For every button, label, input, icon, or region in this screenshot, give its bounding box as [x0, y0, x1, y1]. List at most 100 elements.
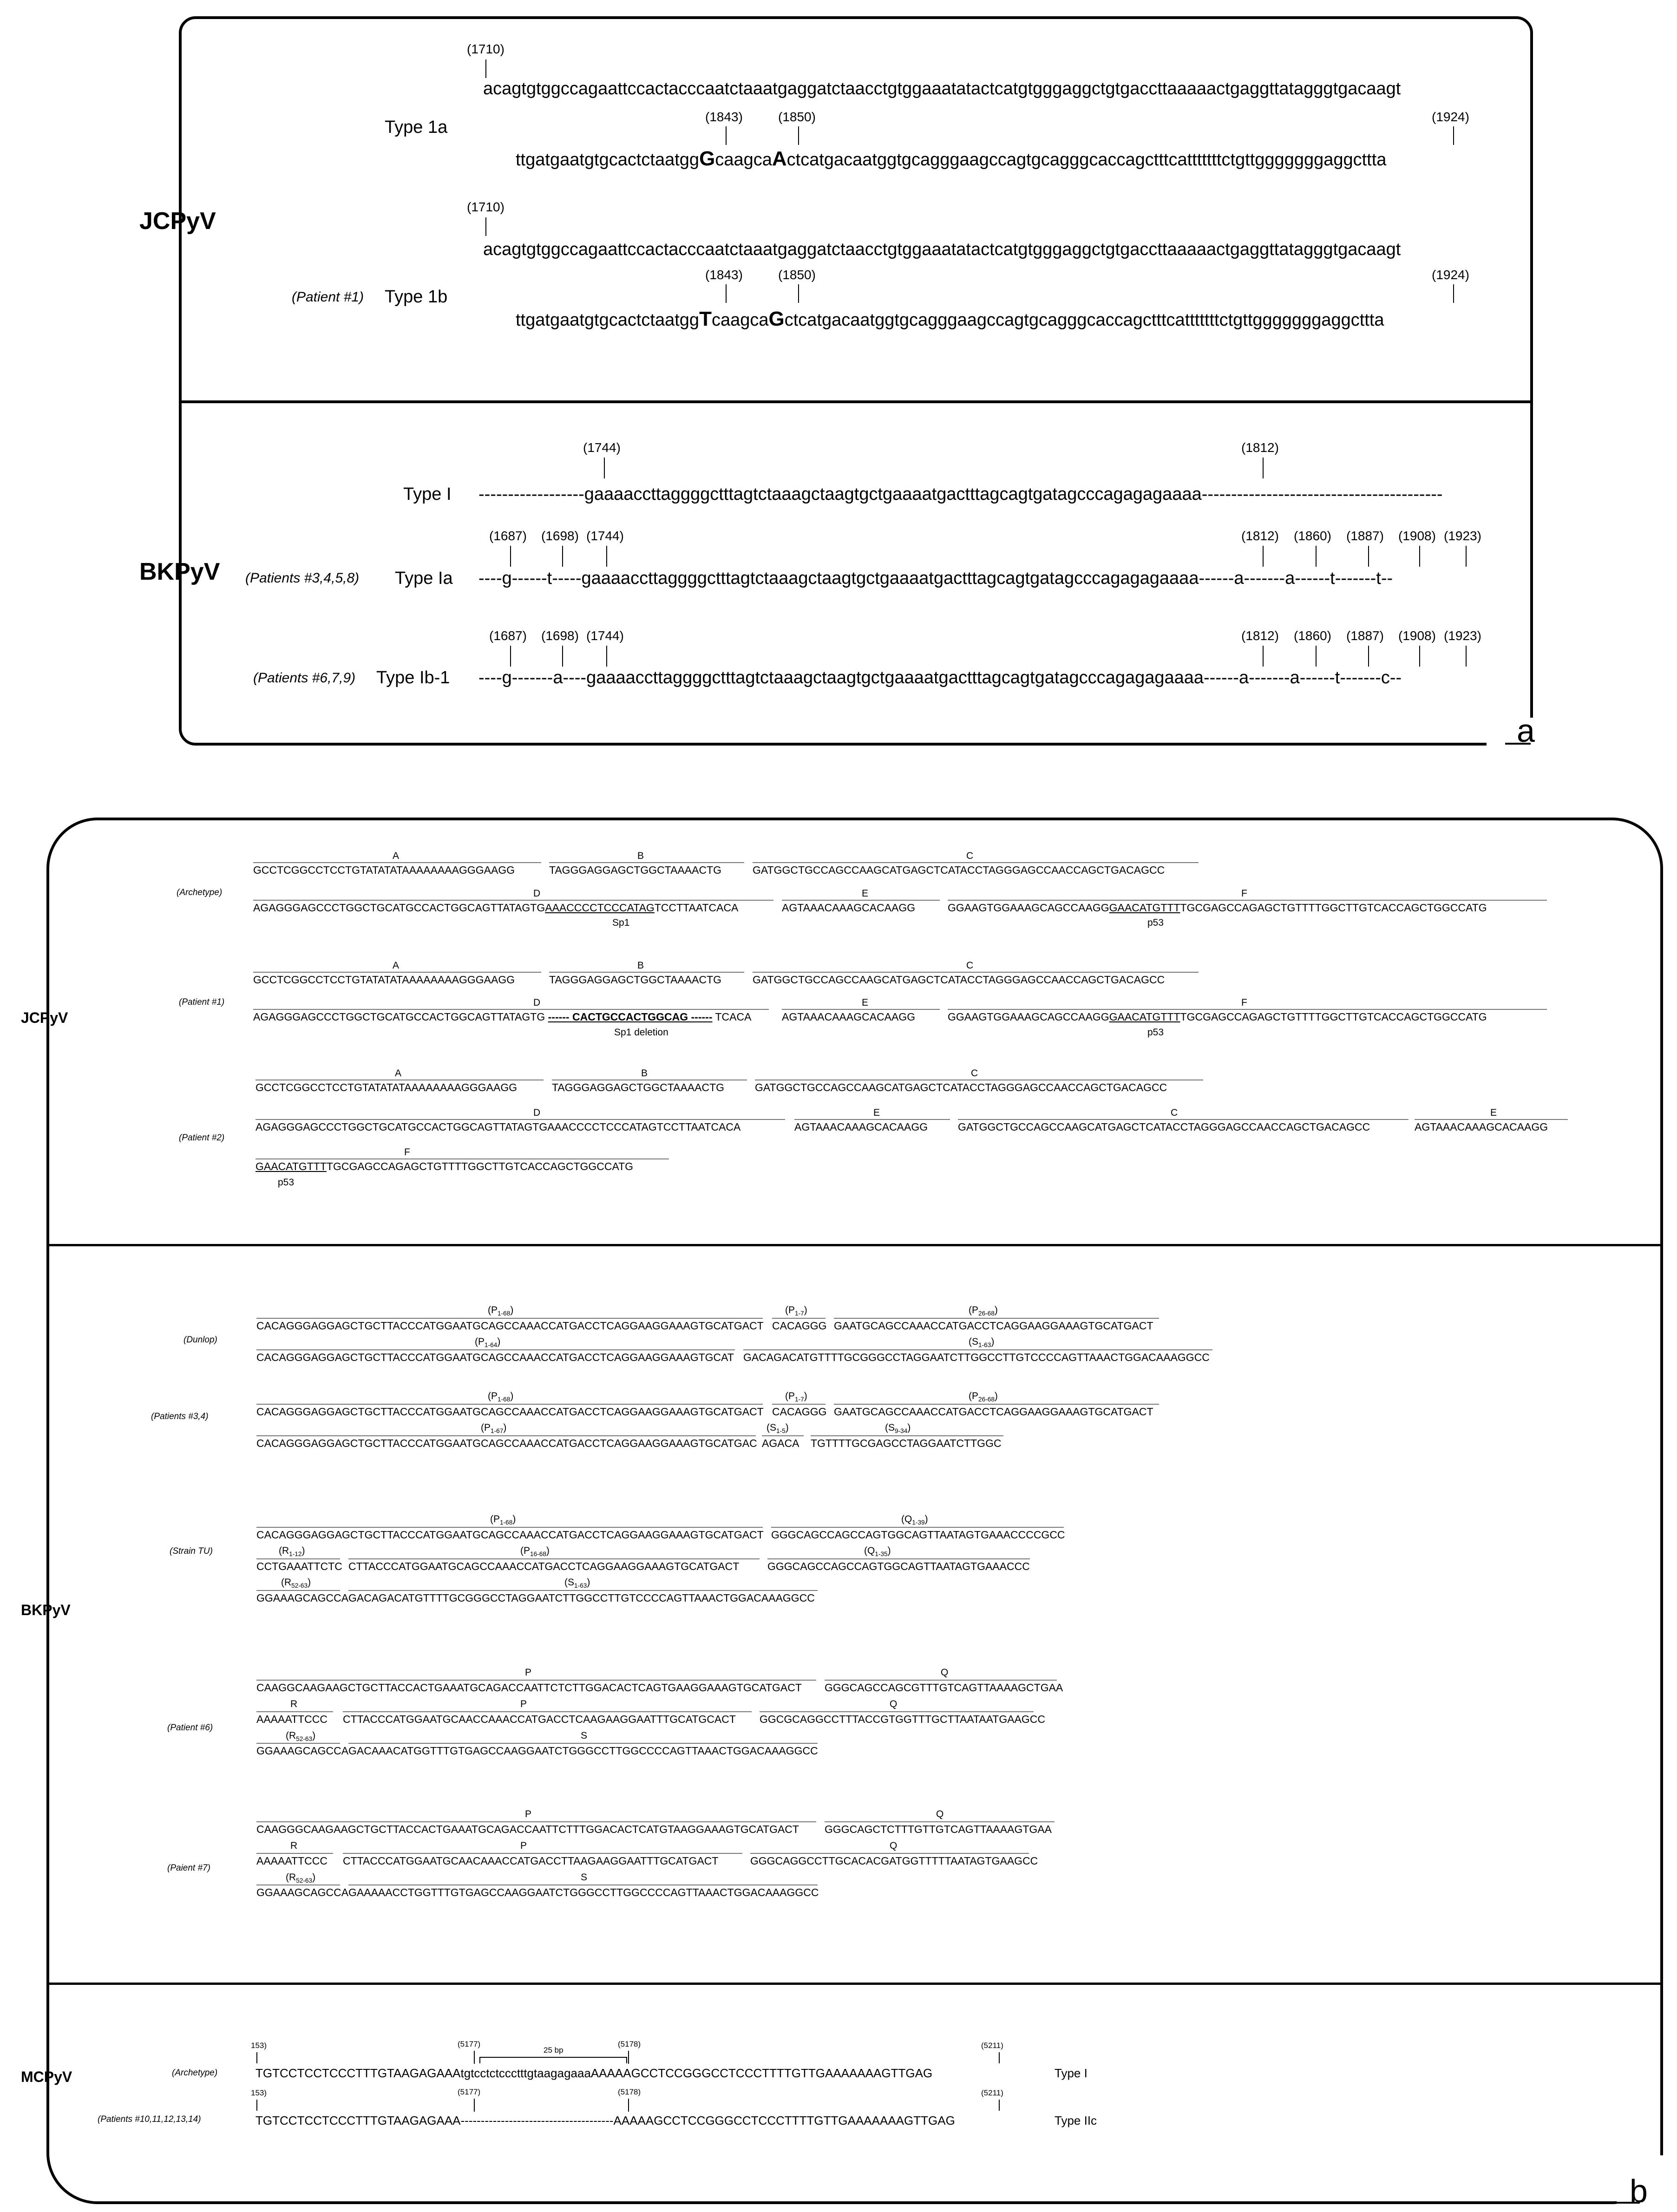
sequence-segment: CACAGGG	[772, 1406, 827, 1418]
motif-label: p53	[278, 1177, 295, 1188]
sequence-segment: GCCTCGGCCTCCTGTATATATAAAAAAAAGGGAAGG	[253, 974, 515, 986]
sequence-segment: AGTAAACAAAGCACAAGG	[782, 1011, 916, 1023]
sequence-segment: GACAGACATGTTTTGCGGGCCTAGGAATCTTGGCCTTGTC…	[743, 1351, 1210, 1363]
position-label: (1924)	[1432, 110, 1469, 124]
position-tick	[1419, 646, 1420, 667]
position-tick	[474, 2099, 475, 2112]
row-label: (Patients #10,11,12,13,14)	[98, 2114, 201, 2124]
segment-label: (S1-63)	[564, 1577, 590, 1590]
position-tick	[1316, 646, 1317, 667]
segment-label: Q	[936, 1809, 944, 1819]
position-label: (1860)	[1294, 529, 1331, 543]
position-tick	[798, 126, 799, 145]
segment-overline	[948, 1009, 1547, 1010]
deletion-gap: --------------------------------------	[460, 2114, 614, 2127]
sequence-segment: GGAAGTGGAAAGCAGCCAAGGGAACATGTTTTGCGAGCCA…	[948, 1011, 1487, 1023]
position-label: (1843)	[705, 268, 743, 282]
sequence-segment: GACAGACATGTTTTGCGGGCCTAGGAATCTTGGCCTTGTC…	[348, 1592, 815, 1604]
sequence-segment: CCTGAAATTCTC	[256, 1560, 342, 1572]
sequence-segment: TAGGGAGGAGCTGGCTAAAACTG	[552, 1081, 725, 1093]
sequence-line: ttgatgaatgtgcactctaatggTcaagcaGctcatgaca…	[516, 308, 1384, 330]
position-label: (1812)	[1241, 628, 1279, 643]
sequence-segment: GATGGCTGCCAGCCAAGCATGAGCTCATACCTAGGGAGCC…	[755, 1081, 1167, 1093]
sequence-segment: TAGGGAGGAGCTGGCTAAAACTG	[549, 974, 722, 986]
sequence-segment: GGAAGTGGAAAGCAGCCAAGGGAACATGTTTTGCGAGCCA…	[948, 902, 1487, 914]
segment-label: Q	[890, 1699, 897, 1709]
p53-site: GAACATGTTT	[1109, 1011, 1180, 1023]
position-label: (1687)	[489, 529, 527, 543]
sequence-segment: CTTACCCATGGAATGCAGCCAAACCATGACCTCAGGAAGG…	[348, 1560, 740, 1572]
sequence-line: TGTCCTCCTCCCTTTGTAAGAGAAA---------------…	[255, 2114, 955, 2127]
sequence-segment: CACAGGG	[772, 1320, 827, 1332]
segment-overline	[767, 1558, 1030, 1559]
position-tick	[628, 2051, 629, 2064]
row-label: (Archetype)	[177, 888, 223, 897]
sequence-line: ----g-------a----gaaaaccttaggggctttagtct…	[478, 668, 1402, 687]
position-label: (1923)	[1444, 628, 1481, 643]
panel-a-frame-opening	[1487, 718, 1542, 750]
segment-overline	[782, 1009, 940, 1010]
substitution-base: G	[699, 147, 715, 170]
panel-b-label: b	[1630, 2173, 1648, 2209]
row-label: (Dunlop)	[183, 1335, 217, 1345]
position-label: 153)	[251, 2088, 267, 2097]
segment-overline	[256, 1318, 763, 1319]
segment-overline	[948, 900, 1547, 901]
segment-overline	[256, 1853, 333, 1854]
segment-label: F	[1241, 997, 1247, 1008]
sequence-segment: CACAGGGAGGAGCTGCTTACCCATGGAATGCAGCCAAACC…	[256, 1320, 764, 1332]
segment-label: C	[1171, 1107, 1178, 1118]
position-tick	[485, 59, 486, 78]
position-tick	[474, 2051, 475, 2064]
sp1-site: AAACCCCTCCCATAG	[545, 902, 655, 914]
segment-label: (P1-7)	[785, 1391, 807, 1403]
segment-overline	[253, 900, 773, 901]
segment-label: A	[393, 960, 400, 971]
position-tick	[1466, 646, 1467, 667]
position-tick	[562, 546, 563, 567]
segment-overline	[1415, 1119, 1568, 1120]
position-tick	[999, 2052, 1000, 2063]
sequence-segment: AGTAAACAAAGCACAAGG	[1415, 1121, 1548, 1133]
segment-label: (R52-63)	[286, 1872, 316, 1885]
sequence-segment: GGAAAGCAGCCA	[256, 1745, 349, 1757]
segment-overline	[743, 1349, 1212, 1350]
position-label: (5177)	[458, 2088, 481, 2096]
panel-b-frame-opening	[1617, 2155, 1668, 2207]
sequence-line: acagtgtggccagaattccactacccaatctaaatgagga…	[483, 79, 1401, 98]
segment-label: D	[533, 888, 541, 899]
segment-label: (R52-63)	[286, 1730, 316, 1743]
patient-label: (Patients #6,7,9)	[253, 670, 356, 686]
jcpyv-virus-label-b: JCPyV	[21, 1009, 68, 1026]
segment-label: (Q1-35)	[864, 1545, 891, 1558]
segment-overline	[256, 1821, 816, 1822]
sequence-segment: CACAGGGAGGAGCTGCTTACCCATGGAATGCAGCCAAACC…	[256, 1406, 764, 1418]
sequence-segment: AGACA	[762, 1437, 799, 1449]
sequence-segment: AGAGGGAGCCCTGGCTGCATGCCACTGGCAGTTATAGTG …	[253, 1011, 752, 1023]
position-label: (1887)	[1346, 529, 1384, 543]
panel-a-label: a	[1517, 713, 1535, 749]
segment-overline	[348, 1558, 760, 1559]
sequence-segment: GCCTCGGCCTCCTGTATATATAAAAAAAAGGGAAGG	[253, 864, 515, 876]
segment-overline	[825, 1680, 1057, 1681]
segment-label: (P26-68)	[969, 1391, 998, 1403]
segment-label: C	[971, 1068, 978, 1079]
position-tick	[1419, 546, 1420, 567]
bracket-end	[479, 2057, 480, 2063]
row-label: (Patient #2)	[179, 1133, 225, 1143]
position-label: (1908)	[1398, 529, 1436, 543]
position-tick	[798, 284, 799, 303]
panel-b-frame	[46, 818, 1663, 2204]
genotype-label: Type 1b	[385, 287, 448, 307]
panel-a-divider	[179, 400, 1533, 403]
sequence-segment: GGAAAGCAGCCA	[256, 1886, 349, 1898]
sequence-segment: GAATGCAGCCAAACCATGACCTCAGGAAGGAAAGTGCATG…	[834, 1320, 1153, 1332]
sequence-segment: AGTAAACAAAGCACAAGG	[794, 1121, 928, 1133]
sequence-segment: CAAGGGCAAGAAGCTGCTTACCACTGAAATGCAGACCAAT…	[256, 1823, 799, 1835]
segment-label: F	[404, 1147, 410, 1158]
segment-label: S	[581, 1872, 588, 1883]
position-tick	[1453, 284, 1454, 303]
substitution-base: G	[768, 308, 785, 330]
segment-label: E	[1490, 1107, 1497, 1118]
segment-label: C	[966, 851, 974, 861]
